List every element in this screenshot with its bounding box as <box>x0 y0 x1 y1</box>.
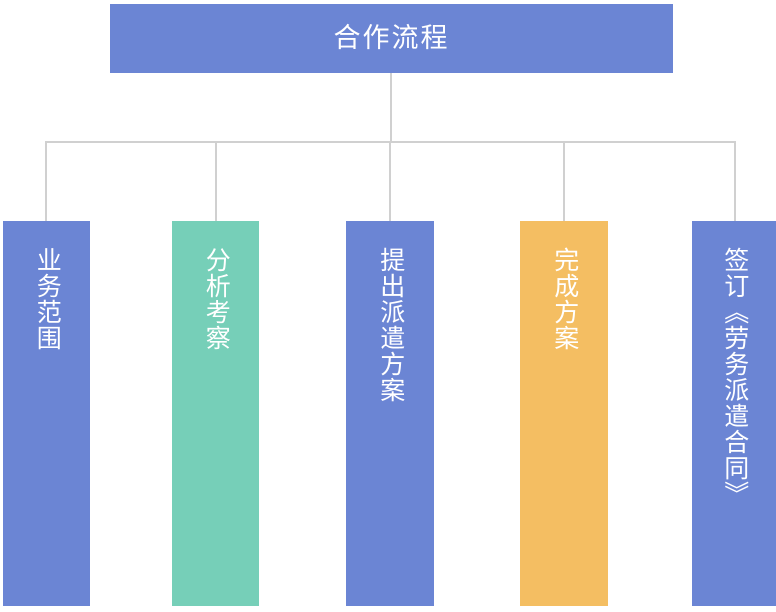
connector-drop-1 <box>45 141 47 222</box>
node-label-3: 提出派遣方案 <box>376 247 405 403</box>
connector-drop-2 <box>215 141 217 222</box>
connector-trunk <box>390 73 392 142</box>
connector-drop-4 <box>563 141 565 222</box>
node-label-1: 业务范围 <box>33 247 62 351</box>
node-提出派遣方案[interactable]: 提出派遣方案 <box>346 221 434 606</box>
node-row: 业务范围 分析考察 提出派遣方案 完成方案 签订《劳务派遣合同》 <box>0 221 776 606</box>
root-node-label: 合作流程 <box>333 23 450 53</box>
node-label-4: 完成方案 <box>550 247 579 351</box>
node-label-5: 签订《劳务派遣合同》 <box>720 247 749 507</box>
node-业务范围[interactable]: 业务范围 <box>3 221 90 606</box>
root-node-合作流程[interactable]: 合作流程 <box>110 4 673 73</box>
connector-drop-3 <box>389 141 391 222</box>
node-label-2: 分析考察 <box>202 247 231 351</box>
node-分析考察[interactable]: 分析考察 <box>172 221 259 606</box>
connector-drop-5 <box>734 141 736 222</box>
node-完成方案[interactable]: 完成方案 <box>520 221 608 606</box>
node-签订劳务派遣合同[interactable]: 签订《劳务派遣合同》 <box>692 221 776 606</box>
connector-bus <box>46 141 736 143</box>
